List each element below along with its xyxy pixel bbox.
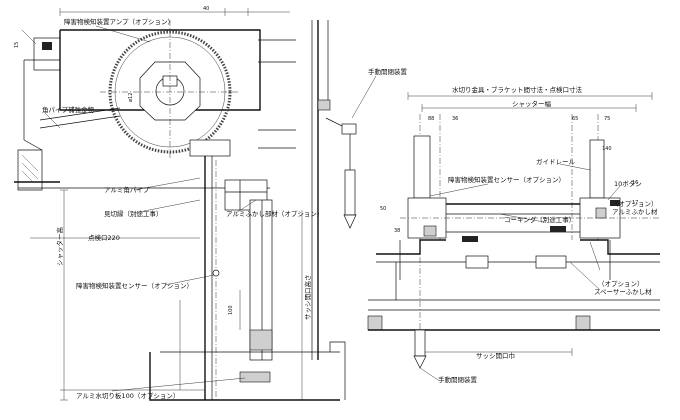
- boundary-wall-label: 見切縁（別途工事）: [104, 209, 163, 218]
- dim-38: 38: [394, 228, 400, 234]
- alu-angle-label: アルミふかし部材（オプション）: [226, 209, 323, 218]
- svg-text:ø12: ø12: [128, 93, 134, 102]
- dim-top-40: 40: [203, 6, 209, 12]
- alu-square-pipe-label: アルミ角パイプ: [104, 185, 150, 194]
- dim-88: 88: [428, 116, 434, 122]
- svg-text:15: 15: [14, 42, 20, 48]
- left-rail-post: [413, 135, 431, 199]
- dim-36: 36: [452, 116, 458, 122]
- ten-button-label: 10ボタン: [614, 179, 642, 188]
- dim-75: 75: [604, 116, 610, 122]
- dim-17: 17: [632, 200, 638, 206]
- spring-rods: [258, 39, 296, 149]
- guide-rail-label: ガイドレール: [536, 157, 576, 166]
- dim-16: 16: [632, 180, 638, 186]
- left-section-view: 40 15 ø12: [14, 6, 408, 401]
- sash-opening-height-label: サッシ開口高さ: [303, 275, 312, 321]
- square-pipe-bracket-label: 角パイプ補強金物: [42, 105, 95, 114]
- sensor-amp-icon: [42, 42, 52, 50]
- right-plan-view: 水切り金具・ブラケット間寸法・点検口寸法 シャッター幅 88 65 75 36: [367, 85, 660, 384]
- inspection-220-label: 点検口220: [88, 233, 120, 242]
- dim-100-left: 100: [228, 305, 234, 315]
- option-alu-d-label: スペーサーふかし材: [594, 287, 652, 296]
- sash-opening-width-label: サッシ開口巾: [476, 351, 515, 360]
- manual-device-top-label: 手動開閉装置: [368, 67, 408, 76]
- option-alu-a-label: （オプション）: [612, 200, 658, 208]
- caulking-label: コーキング（別途工事）: [504, 215, 575, 224]
- sensor-amp-label: 障害物検知装置アンプ（オプション）: [64, 17, 174, 26]
- option-alu-b-label: アルミふかし材: [612, 207, 658, 216]
- manual-device-bottom-label: 手動開閉装置: [438, 375, 478, 384]
- manual-device-bottom: [413, 329, 427, 369]
- dim-50: 50: [380, 206, 386, 212]
- alu-drip-plate-label: アルミ水切り板100（オプション）: [76, 391, 179, 400]
- shutter-width-label: シャッター幅: [512, 99, 552, 108]
- sensor-right-label: 障害物検知装置センサー（オプション）: [448, 175, 565, 184]
- sensor-left-label: 障害物検知装置センサー（オプション）: [76, 281, 193, 290]
- header-right-label: 水切り金具・ブラケット間寸法・点検口寸法: [452, 85, 583, 94]
- dim-65: 65: [572, 116, 578, 122]
- manual-device-left: [325, 117, 357, 229]
- option-alu-c-label: （オプション）: [598, 280, 644, 288]
- shutter-height-label: シャッター高: [55, 227, 64, 267]
- dim-140: 140: [602, 146, 612, 152]
